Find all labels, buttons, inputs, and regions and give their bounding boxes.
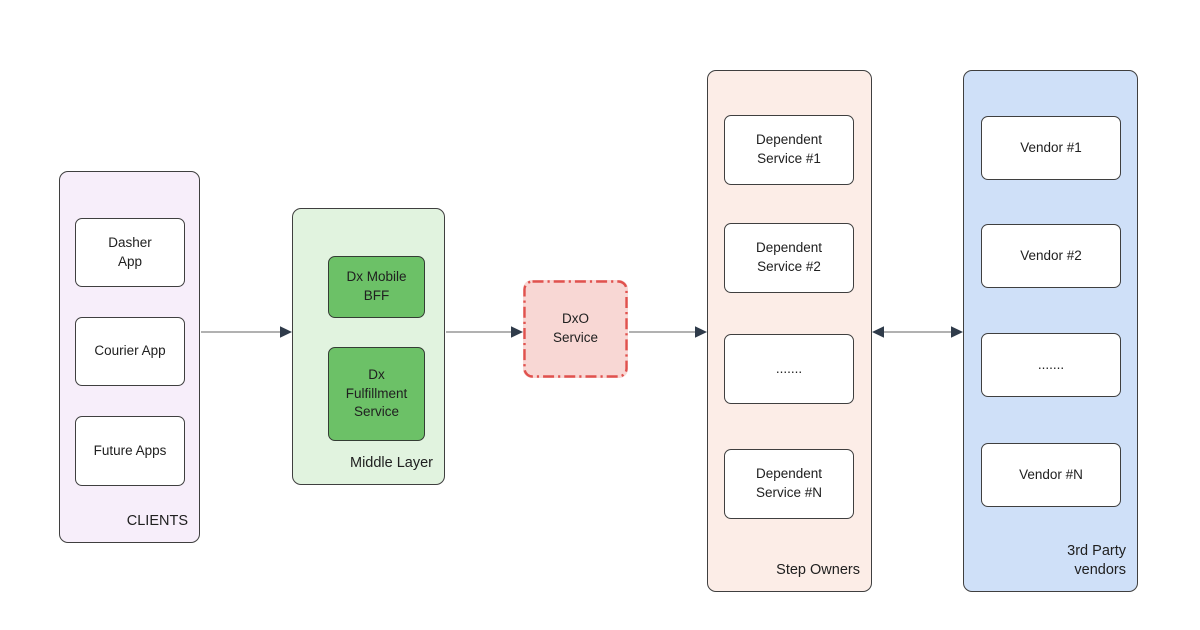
node-dependent-service-2: Dependent Service #2 — [724, 223, 854, 293]
node-dx-mobile-bff: Dx Mobile BFF — [328, 256, 425, 318]
arrow-clients-to-middle-layer — [201, 326, 292, 338]
third-party-vendors-group-label: 3rd Party vendors — [1067, 543, 1126, 579]
node-future-apps: Future Apps — [75, 416, 185, 486]
node-vendor-1: Vendor #1 — [981, 116, 1121, 180]
third-party-vendors-group: Vendor #1 Vendor #2 ....... Vendor #N 3r… — [963, 70, 1138, 592]
node-dependent-service-1: Dependent Service #1 — [724, 115, 854, 185]
arrow-dxo-to-step-owners — [629, 326, 707, 338]
clients-group-label: CLIENTS — [126, 513, 188, 530]
node-vendor-2: Vendor #2 — [981, 224, 1121, 288]
clients-group: Dasher App Courier App Future Apps CLIEN… — [59, 171, 200, 543]
node-vendor-ellipsis: ....... — [981, 333, 1121, 397]
node-dx-fulfillment-service: Dx Fulfillment Service — [328, 347, 425, 441]
arrow-step-owners-vendors-bidirectional — [872, 326, 963, 338]
node-dasher-app: Dasher App — [75, 218, 185, 287]
dxo-service-label: DxO Service — [552, 311, 598, 345]
dxo-dashed-border — [523, 280, 628, 378]
middle-layer-group-label: Middle Layer — [349, 455, 433, 472]
node-courier-app: Courier App — [75, 317, 185, 386]
node-dependent-service-ellipsis: ....... — [724, 334, 854, 404]
middle-layer-group: Dx Mobile BFF Dx Fulfillment Service Mid… — [292, 208, 445, 485]
step-owners-group-label: Step Owners — [776, 562, 860, 579]
node-dxo-service: DxO Service — [523, 280, 628, 378]
node-vendor-n: Vendor #N — [981, 443, 1121, 507]
step-owners-group: Dependent Service #1 Dependent Service #… — [707, 70, 872, 592]
arrow-middle-layer-to-dxo — [446, 326, 523, 338]
node-dependent-service-n: Dependent Service #N — [724, 449, 854, 519]
